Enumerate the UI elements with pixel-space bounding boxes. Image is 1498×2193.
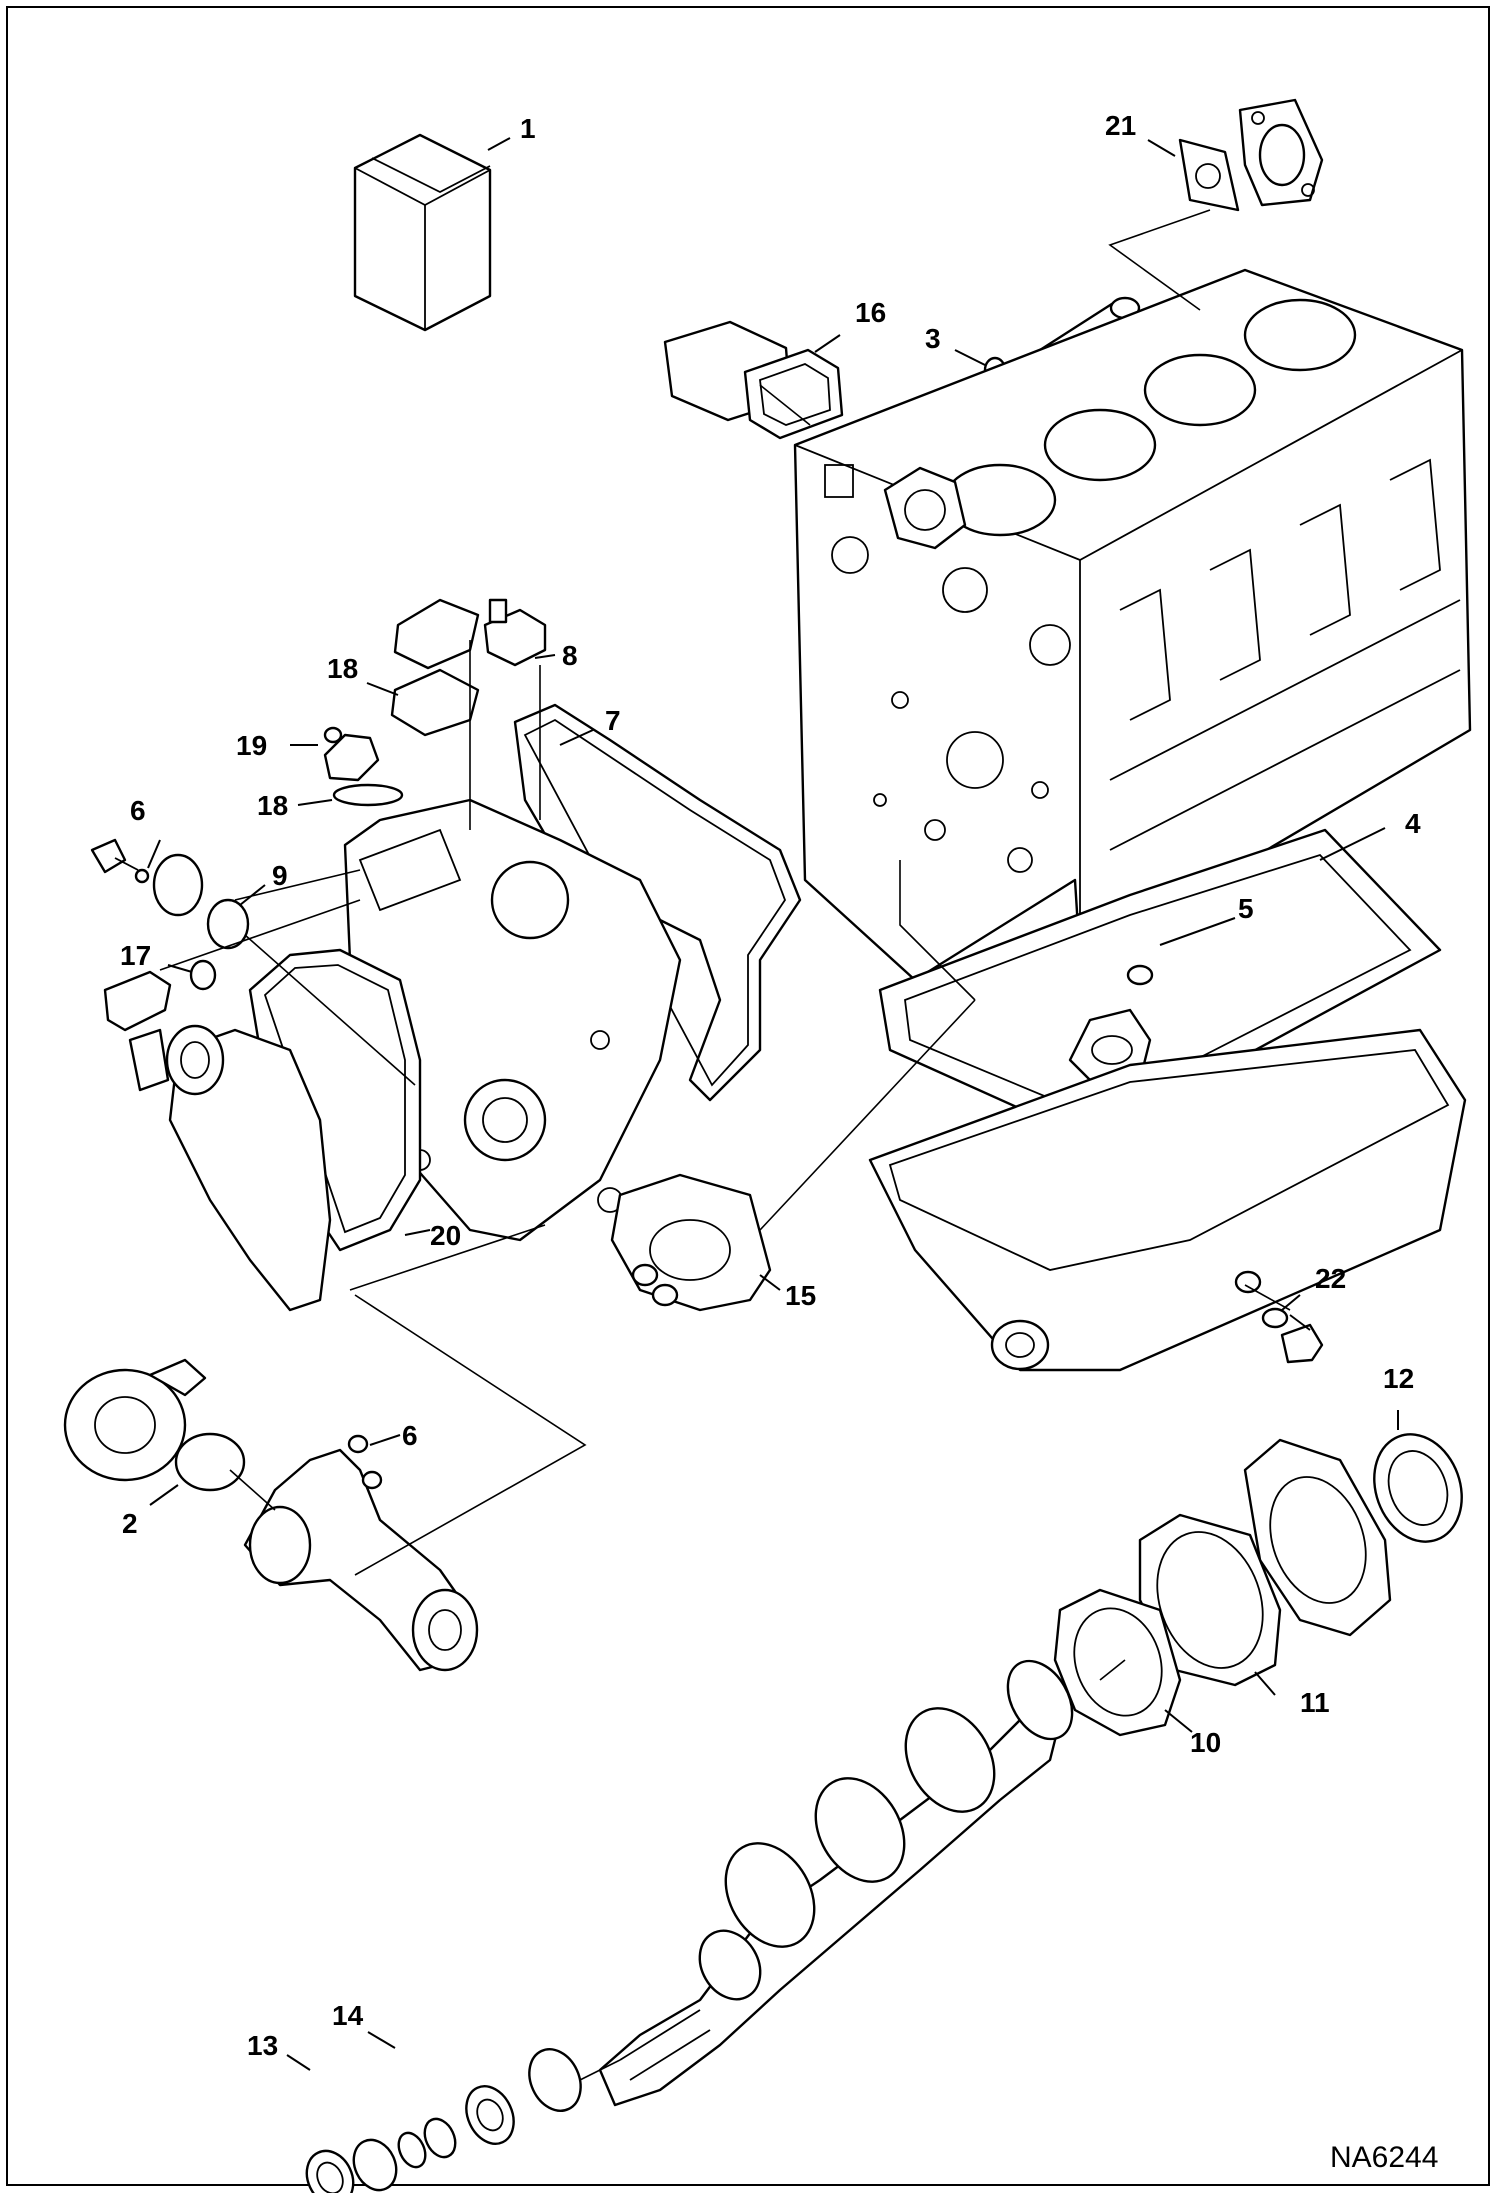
part-10-gasket[interactable]	[1053, 1588, 1182, 1737]
part-2-o-ring[interactable]	[174, 1432, 246, 1492]
part-14-o-ring[interactable]	[346, 2114, 461, 2193]
callout-13[interactable]: 13	[247, 2030, 278, 2061]
part-4-oilpan-gasket[interactable]	[878, 828, 1442, 1142]
callout-18a[interactable]: 18	[327, 653, 358, 684]
figure-code: NA6244	[1330, 2141, 1438, 2174]
callout-2[interactable]: 2	[122, 1508, 138, 1539]
callout-11[interactable]: 11	[1300, 1687, 1330, 1718]
part-6-bolt-and-oring-upper[interactable]	[90, 838, 150, 884]
callout-20[interactable]: 20	[430, 1220, 461, 1251]
callout-15[interactable]: 15	[785, 1280, 816, 1311]
part-22-drain-plug[interactable]	[1234, 1270, 1324, 1364]
part-6-o-rings-lower[interactable]	[347, 1434, 383, 1490]
part-17-sensor[interactable]	[103, 959, 217, 1092]
crank-gear[interactable]	[457, 2041, 590, 2152]
part-13-front-oil-seal[interactable]	[298, 2143, 362, 2193]
oil-cooler[interactable]	[63, 1358, 207, 1482]
callout-5[interactable]: 5	[1238, 893, 1254, 924]
callout-17[interactable]: 17	[120, 940, 151, 971]
water-pump[interactable]	[165, 1024, 332, 1312]
callout-19[interactable]: 19	[236, 730, 267, 761]
part-8-thermostat-cover[interactable]	[483, 598, 547, 667]
callout-7[interactable]: 7	[605, 705, 621, 736]
oil-pan[interactable]	[868, 1028, 1467, 1372]
assembly-lines	[159, 209, 1291, 2081]
part-12-rear-oil-seal[interactable]	[1360, 1422, 1477, 1554]
crankshaft[interactable]	[598, 1650, 1085, 2107]
callout-21[interactable]: 21	[1105, 110, 1136, 141]
callout-4[interactable]: 4	[1405, 808, 1421, 839]
callout-18b[interactable]: 18	[257, 790, 288, 821]
callout-6b[interactable]: 6	[402, 1420, 418, 1451]
part-21-flange-gasket[interactable]	[1178, 98, 1324, 212]
diagram-frame	[6, 6, 1490, 2186]
part-16-cover-gasket[interactable]	[663, 320, 844, 440]
callout-3[interactable]: 3	[925, 323, 941, 354]
part-15-oil-pump[interactable]	[610, 1173, 772, 1312]
oil-filter-bracket[interactable]	[243, 1448, 479, 1672]
rear-seal-housing[interactable]	[1243, 1438, 1392, 1637]
engine-block[interactable]	[793, 268, 1472, 982]
part-19-thermostat[interactable]	[323, 726, 380, 782]
callout-16[interactable]: 16	[855, 297, 886, 328]
gear-case[interactable]	[343, 798, 682, 1242]
callout-14[interactable]: 14	[332, 2000, 364, 2031]
part-18-plate-upper[interactable]	[390, 598, 480, 737]
callout-9[interactable]: 9	[272, 860, 288, 891]
part-18-gasket-lower[interactable]	[332, 783, 404, 807]
callout-8[interactable]: 8	[562, 640, 578, 671]
part-9-o-ring[interactable]	[152, 853, 250, 950]
callouts: 1 21 16 3 18 8 7 19 18 6 9 17 4 5 20 15 …	[120, 110, 1421, 2061]
callout-22[interactable]: 22	[1315, 1263, 1346, 1294]
callout-10[interactable]: 10	[1190, 1727, 1221, 1758]
callout-12[interactable]: 12	[1383, 1363, 1414, 1394]
callout-1[interactable]: 1	[520, 113, 536, 144]
callout-6a[interactable]: 6	[130, 795, 146, 826]
part-1-kit-box[interactable]	[353, 133, 492, 332]
